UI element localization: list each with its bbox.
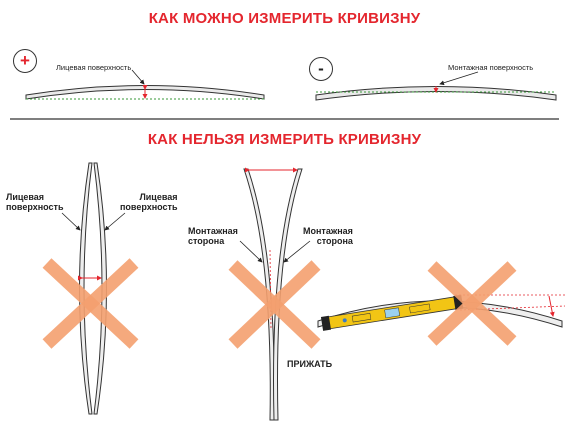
convex-board-diagram xyxy=(25,69,265,100)
mount-side-label-1: Монтажная сторона xyxy=(188,226,238,246)
concave-board-diagram xyxy=(315,71,557,101)
plus-sign-icon: + xyxy=(13,49,37,73)
minus-sign-icon: - xyxy=(309,57,333,81)
mount-side-label-2: Монтажная сторона xyxy=(303,226,353,246)
splayed-boards-diagram xyxy=(228,167,321,421)
face-surface-label: Лицевая поверхность xyxy=(56,63,132,72)
heading-cannot-measure: КАК НЕЛЬЗЯ ИЗМЕРИТЬ КРИВИЗНУ xyxy=(147,131,422,148)
mount-surface-label: Монтажная поверхность xyxy=(448,63,534,72)
face-to-face-boards-diagram xyxy=(42,162,139,415)
left-face-surface-label-1: Лицевая поверхность xyxy=(6,192,64,212)
spirit-level-diagram xyxy=(317,261,566,346)
left-face-surface-label-2: Лицевая поверхность xyxy=(120,192,178,212)
heading-can-measure: КАК МОЖНО ИЗМЕРИТЬ КРИВИЗНУ xyxy=(148,10,421,27)
press-label: ПРИЖАТЬ xyxy=(287,359,333,369)
